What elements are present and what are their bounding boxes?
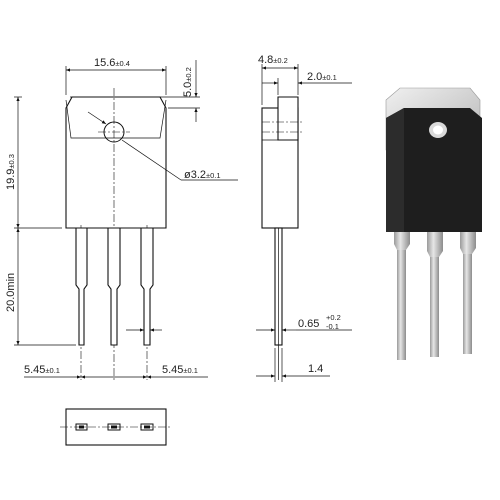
dim-lead-thickness-tol-up: +0.2 (326, 313, 341, 322)
render-leads (394, 222, 476, 360)
dim-pitch-right-value: 5.45 (162, 364, 183, 376)
dim-lead-width-value: 1.4 (308, 363, 323, 375)
dim-lead-thickness: 0.65 +0.2 -0.1 (256, 313, 352, 332)
dim-thickness-tol: ±0.2 (273, 56, 288, 65)
dim-thickness-value: 4.8 (258, 54, 273, 66)
front-view-leads (75, 227, 154, 346)
svg-text:15.6±0.4: 15.6±0.4 (94, 57, 130, 69)
dim-thickness: 4.8±0.2 (258, 54, 299, 105)
dim-tab-height-value: 5.0 (182, 82, 194, 97)
side-view-tab (277, 96, 299, 141)
dim-hole-diameter-value: ø3.2 (184, 169, 206, 181)
dim-tab-width-tol: ±0.4 (115, 59, 130, 68)
dim-tab-thickness-value: 2.0 (307, 71, 322, 83)
dim-lead-length-value: 20.0min (5, 273, 17, 312)
dim-tab-thickness-tol: ±0.1 (322, 73, 337, 82)
svg-text:4.8±0.2: 4.8±0.2 (258, 54, 288, 66)
dim-tab-width-value: 15.6 (94, 57, 115, 69)
dim-pitch-right-tol: ±0.1 (183, 366, 198, 375)
bottom-view (60, 408, 172, 446)
svg-text:5.45±0.1: 5.45±0.1 (24, 364, 60, 376)
front-view: 15.6±0.4 5.0±0.2 19.9±0.3 20.0min (5, 57, 238, 380)
dim-pitch-left-tol: ±0.1 (45, 366, 60, 375)
dim-lead-thickness-tol-down: -0.1 (326, 322, 339, 331)
svg-text:19.9±0.3: 19.9±0.3 (5, 154, 17, 190)
svg-text:5.45±0.1: 5.45±0.1 (162, 364, 198, 376)
svg-text:2.0±0.1: 2.0±0.1 (307, 71, 337, 83)
dim-lead-thickness-value: 0.65 (298, 318, 319, 330)
front-view-tab-contour (65, 99, 167, 139)
dim-tab-width: 15.6±0.4 (65, 57, 167, 95)
dim-body-height-tol: ±0.3 (7, 154, 16, 169)
side-view: 4.8±0.2 2.0±0.1 0.65 +0.2 -0.1 1.4 (256, 54, 352, 382)
dim-hole-diameter-tol: ±0.1 (206, 171, 221, 180)
dim-body-height: 19.9±0.3 (5, 96, 62, 229)
dim-lead-length: 20.0min (5, 228, 76, 346)
package-3d-render (385, 87, 482, 360)
dim-tab-thickness: 2.0±0.1 (262, 71, 352, 95)
svg-text:5.0±0.2: 5.0±0.2 (182, 67, 194, 97)
dim-lead-width: 1.4 (256, 348, 330, 382)
dim-pitch-left-value: 5.45 (24, 364, 45, 376)
svg-text:ø3.2±0.1: ø3.2±0.1 (184, 169, 221, 181)
dim-pitch: 5.45±0.1 5.45±0.1 (24, 364, 208, 379)
dim-body-height-value: 19.9 (5, 169, 17, 190)
front-view-body-outline (65, 96, 167, 229)
dim-tab-height-tol: ±0.2 (184, 67, 193, 82)
bottom-view-leads (75, 423, 154, 431)
render-package-body (386, 108, 482, 232)
dim-hole-diameter: ø3.2±0.1 (87, 111, 238, 181)
dim-tab-height: 5.0±0.2 (162, 60, 200, 122)
